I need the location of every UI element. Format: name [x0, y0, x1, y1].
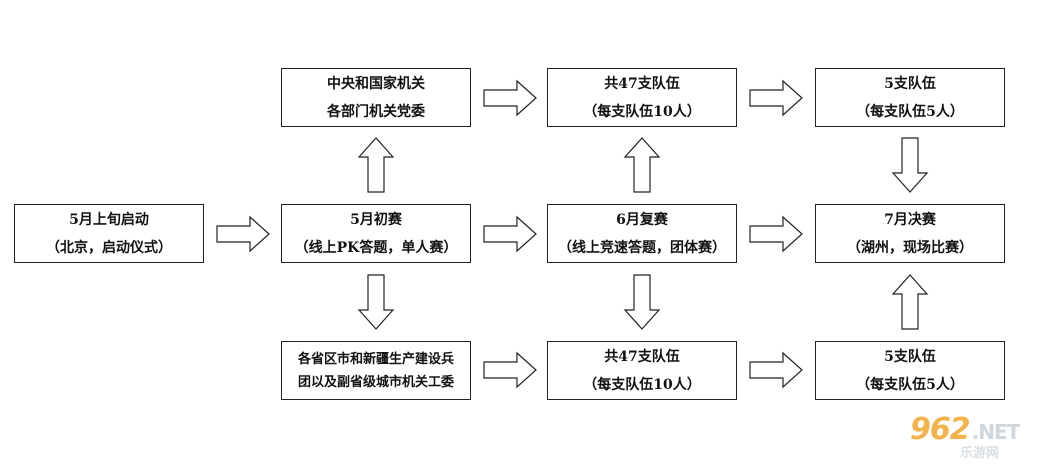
node-provincial-teams-line1: 共47支队伍 — [604, 348, 680, 365]
node-central-final-teams-line2: （每支队伍5人） — [856, 103, 964, 120]
watermark-subtitle: 乐游网 — [960, 446, 1000, 461]
arrow-right-preliminary-to-rematch — [483, 215, 537, 253]
arrow-up-provincial-final-to-final — [891, 274, 929, 330]
node-rematch-line2: （线上竞速答题，团体赛） — [558, 239, 726, 256]
arrow-up-rematch-to-central-teams — [623, 137, 661, 193]
node-central-party: 中央和国家机关 各部门机关党委 — [281, 68, 471, 127]
node-provincial-final-teams: 5支队伍 （每支队伍5人） — [815, 341, 1005, 400]
watermark-logo-suffix: .NET — [971, 420, 1021, 444]
node-central-party-line2: 各部门机关党委 — [327, 103, 425, 120]
node-central-teams-line2: （每支队伍10人） — [583, 103, 701, 120]
arrow-right-provincial-teams-to-final-teams — [749, 351, 803, 389]
watermark-logo: 962.NET — [910, 412, 1021, 447]
node-final: 7月决赛 （湖州，现场比赛） — [815, 204, 1005, 263]
node-launch-line1: 5月上旬启动 — [69, 211, 149, 228]
node-provincial-final-teams-line1: 5支队伍 — [884, 348, 936, 365]
node-preliminary-line1: 5月初赛 — [350, 211, 402, 228]
node-central-teams-line1: 共47支队伍 — [604, 75, 680, 92]
node-provincial-teams: 共47支队伍 （每支队伍10人） — [547, 341, 737, 400]
arrow-up-preliminary-to-central — [357, 137, 395, 193]
node-final-line2: （湖州，现场比赛） — [847, 239, 973, 256]
arrow-down-rematch-to-provincial-teams — [623, 274, 661, 330]
arrow-right-launch-to-preliminary — [216, 215, 270, 253]
arrow-down-central-final-to-final — [891, 137, 929, 193]
node-rematch-line1: 6月复赛 — [616, 211, 668, 228]
node-final-line1: 7月决赛 — [884, 211, 936, 228]
arrow-right-rematch-to-final — [749, 215, 803, 253]
node-launch: 5月上旬启动 （北京，启动仪式） — [14, 204, 204, 263]
arrow-right-provincial-to-teams — [483, 351, 537, 389]
watermark-logo-number: 962 — [910, 412, 971, 447]
arrow-right-central-to-teams — [483, 79, 537, 117]
node-preliminary-line2: （线上PK答题，单人赛） — [294, 239, 458, 256]
node-central-teams: 共47支队伍 （每支队伍10人） — [547, 68, 737, 127]
node-launch-line2: （北京，启动仪式） — [46, 239, 172, 256]
site-watermark: 962.NET 乐游网 — [898, 408, 1034, 461]
node-central-party-line1: 中央和国家机关 — [327, 75, 425, 92]
node-central-final-teams-line1: 5支队伍 — [884, 75, 936, 92]
node-provincial-teams-line2: （每支队伍10人） — [583, 376, 701, 393]
node-provincial-line2: 团以及副省级城市机关工委 — [297, 374, 454, 390]
node-provincial-line1: 各省区市和新疆生产建设兵 — [297, 351, 454, 367]
node-rematch: 6月复赛 （线上竞速答题，团体赛） — [547, 204, 737, 263]
node-provincial-final-teams-line2: （每支队伍5人） — [856, 376, 964, 393]
node-provincial: 各省区市和新疆生产建设兵 团以及副省级城市机关工委 — [281, 341, 471, 400]
arrow-right-central-teams-to-final-teams — [749, 79, 803, 117]
node-preliminary: 5月初赛 （线上PK答题，单人赛） — [281, 204, 471, 263]
arrow-down-preliminary-to-provincial — [357, 274, 395, 330]
node-central-final-teams: 5支队伍 （每支队伍5人） — [815, 68, 1005, 127]
